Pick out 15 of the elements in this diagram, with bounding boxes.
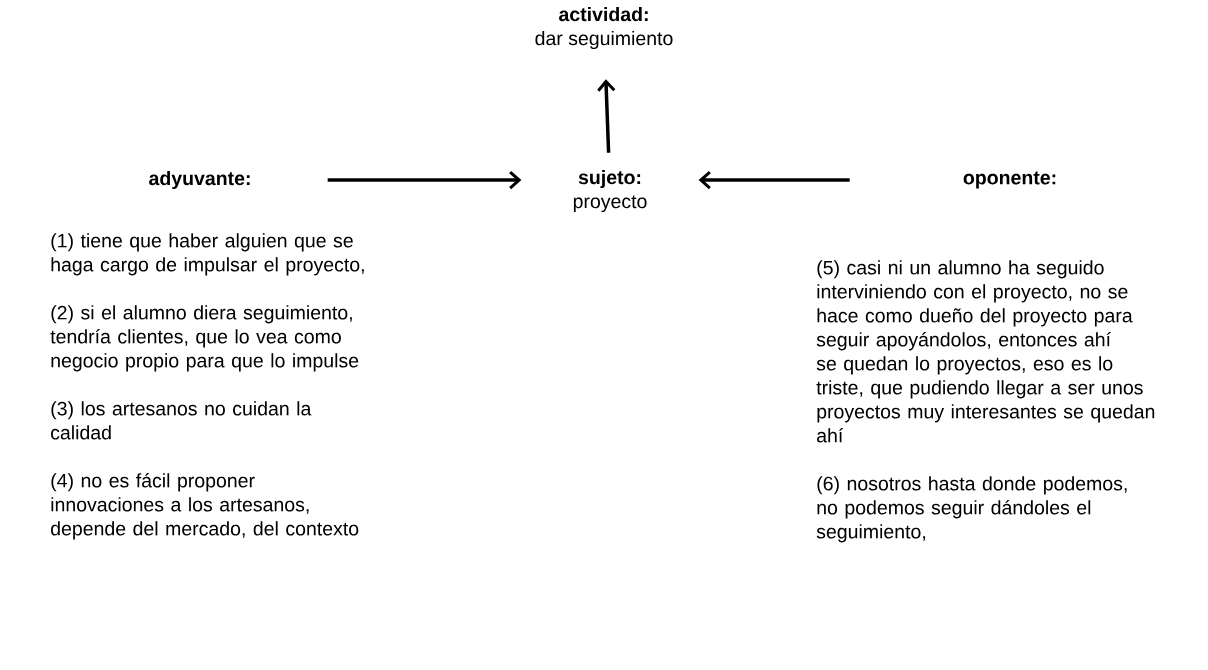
heading-text: sujeto: xyxy=(578,169,641,189)
paragraph-text: (4) no es fácil proponer innovaciones a los artesanos, depende del mercado, del contexto xyxy=(51,473,359,540)
paragraph-text: (3) los artesanos no cuidan la calidad xyxy=(51,401,312,440)
paragraph-text: (5) casi ni un alumno ha seguido interviniendo con el proyecto, no se hace como dueño del proyecto para seguir apoyándolos, entonces ahí se quedan lo proyectos, eso es lo triste, que pudiendo llegar a ser unos proyectos muy interesantes se quedan ahí xyxy=(816,260,1155,443)
arrow xyxy=(327,170,522,190)
paragraph-text: (6) nosotros hasta donde podemos, no podemos seguir dándoles el seguimiento, xyxy=(816,476,1127,543)
arrow xyxy=(698,170,850,190)
paragraph-text: (1) tiene que haber alguien que se haga cargo de impulsar el proyecto, xyxy=(51,233,364,276)
arrow xyxy=(597,79,616,153)
heading-text: actividad: xyxy=(559,6,648,22)
body-text: proyecto xyxy=(573,195,647,213)
heading-text: adyuvante: xyxy=(149,170,250,190)
paragraph-text: (2) si el alumno diera seguimiento, tendría clientes, que lo vea como negocio propio para que lo impulse xyxy=(50,305,359,372)
body-text: dar seguimiento xyxy=(535,30,673,50)
heading-text: oponente: xyxy=(963,171,1056,189)
